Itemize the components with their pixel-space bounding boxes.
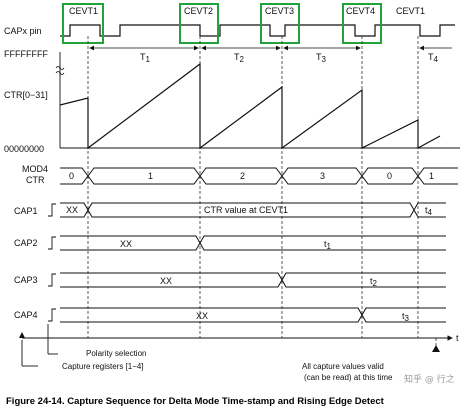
mod4-bus-lower: [60, 167, 458, 185]
figure-caption: Figure 24-14. Capture Sequence for Delta…: [6, 396, 385, 407]
event-label-cevt4: CEVT4: [346, 6, 375, 16]
cap1-pre-value: XX: [66, 205, 78, 215]
label-bottom-value: 00000000: [4, 144, 44, 154]
label-cap2: CAP2: [14, 238, 38, 248]
cap1-bus-lower: [60, 202, 446, 218]
label-cap4: CAP4: [14, 310, 38, 320]
mod4-value-1: 1: [148, 171, 153, 181]
label-capx-pin: CAPx pin: [4, 26, 42, 36]
mod4-value-0b: 0: [387, 171, 392, 181]
axis-break-icon: [55, 66, 65, 75]
cap2-bus: [60, 235, 446, 251]
cap1-bus: [60, 202, 446, 218]
period-label-t4: T4: [428, 52, 439, 64]
event-label-cevt2: CEVT2: [184, 6, 213, 16]
valid-arrow-icon: [432, 345, 440, 352]
label-mod4-line1: MOD4: [22, 164, 48, 174]
cap3-bus-upper: [60, 272, 446, 288]
cap3-bus-lower: [60, 272, 446, 288]
mod4-value-3: 3: [320, 171, 325, 181]
valid-annotation-line2: (can be read) at this time: [304, 373, 393, 382]
event-label-cevt3: CEVT3: [265, 6, 294, 16]
register-markers: [21, 203, 58, 367]
polarity-edge-icon-3: [48, 273, 56, 287]
polarity-edge-icon-2: [48, 236, 56, 250]
mod4-bus: [60, 167, 458, 185]
event-label-cevt1: CEVT1: [69, 6, 98, 16]
polarity-annotation: Polarity selection: [86, 349, 146, 358]
time-axis-label: t: [456, 333, 459, 343]
cap2-bus-upper: [60, 235, 446, 251]
label-cap1: CAP1: [14, 206, 38, 216]
cap1-bus-upper: [60, 202, 446, 218]
label-top-value: FFFFFFFF: [4, 49, 48, 59]
mod4-value-2: 2: [240, 171, 245, 181]
capx-pin-waveform: [60, 24, 455, 37]
cevt1-highlight-box: [62, 3, 104, 44]
label-cap3: CAP3: [14, 275, 38, 285]
period-label-t3: T3: [316, 52, 327, 64]
event-label-cevt1-next: CEVT1: [396, 6, 425, 16]
cap1-end-value: t4: [425, 205, 433, 217]
ctr-sawtooth: [59, 62, 441, 150]
watermark: 知乎 @ 行之: [404, 373, 455, 385]
cap4-bus-upper: [60, 307, 446, 323]
polarity-edge-icon-4: [48, 308, 56, 322]
cevt2-highlight-box: [179, 3, 219, 44]
period-label-t1: T1: [140, 52, 151, 64]
cap4-pre-value: XX: [196, 311, 208, 321]
mod4-bus-upper: [60, 167, 458, 185]
cap1-mid-value: CTR value at CEVT1: [204, 205, 288, 215]
event-dashed-lines: [87, 36, 419, 338]
label-ctr: CTR[0−31]: [4, 90, 48, 100]
mod4-value-1b: 1: [429, 171, 434, 181]
cap3-bus: [60, 272, 446, 288]
capture-regs-annotation: Capture registers [1−4]: [62, 362, 144, 371]
cap3-pre-value: XX: [160, 276, 172, 286]
cevt3-highlight-box: [260, 3, 300, 44]
cap2-bus-lower: [60, 235, 446, 251]
cap4-bus: [60, 307, 446, 323]
valid-annotation-line1: All capture values valid: [302, 362, 384, 371]
cap2-value: t1: [324, 239, 332, 251]
cap3-value: t2: [370, 276, 378, 288]
mod4-value-0: 0: [69, 171, 74, 181]
cap2-pre-value: XX: [120, 239, 132, 249]
capture-regs-arrow-icon: [19, 332, 25, 338]
cap4-value: t3: [402, 311, 410, 323]
polarity-edge-icon-1: [48, 203, 56, 217]
cap4-bus-lower: [60, 307, 446, 323]
period-label-t2: T2: [234, 52, 245, 64]
label-mod4-line2: CTR: [26, 175, 45, 185]
